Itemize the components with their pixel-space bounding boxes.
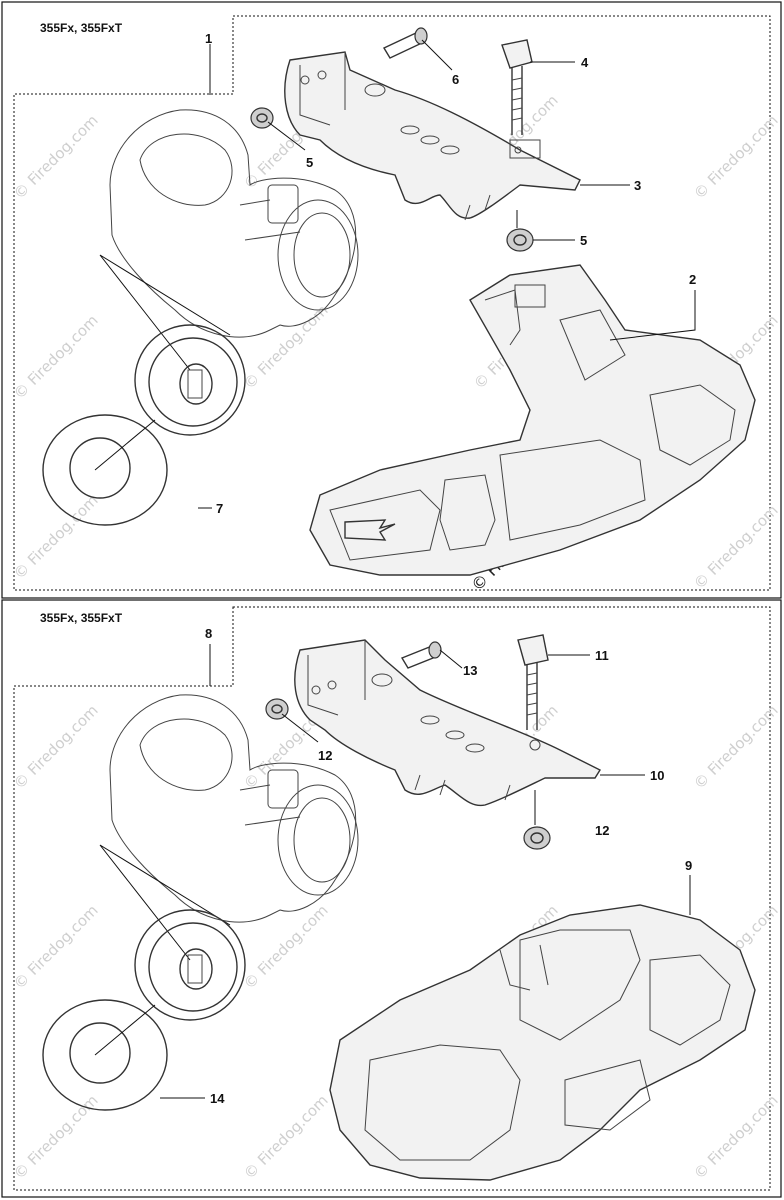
leader-2: [609, 290, 696, 341]
callout-9: 9: [685, 858, 692, 873]
callout-1: 1: [205, 31, 212, 46]
assembly-8-boundary: [13, 606, 771, 1191]
assembly-axis-line: [99, 844, 231, 961]
section-1-drawing: 1 2 3 4 5 5 6 7: [42, 27, 756, 576]
trimmer-guard-9: [329, 904, 756, 1181]
callout-8: 8: [205, 626, 212, 641]
watermark: © Firedog.com: [240, 901, 332, 993]
assembly-axis-line: [99, 254, 231, 371]
section-2-frame: [1, 599, 782, 1198]
watermark: © Firedog.com: [10, 901, 102, 993]
washer-axis-line: [94, 419, 156, 471]
washer-14: [42, 999, 168, 1111]
callout-13: 13: [463, 663, 477, 678]
model-label: 355Fx, 355FxT: [40, 611, 123, 625]
watermark: © Firedog.com: [10, 111, 102, 203]
leader-6: [421, 39, 453, 71]
assembly-1-boundary: [13, 15, 771, 591]
leader-5a: [267, 121, 306, 151]
section-1-frame: [1, 1, 782, 599]
callout-3: 3: [634, 178, 641, 193]
gearhead-housing: [109, 694, 359, 923]
washer-axis-line: [94, 1004, 156, 1056]
callout-6: 6: [452, 72, 459, 87]
nut-5-left: [250, 107, 274, 129]
screw-4: [501, 39, 533, 135]
callout-5: 5: [306, 155, 313, 170]
watermark: © Firedog.com: [10, 311, 102, 403]
callout-12: 12: [595, 823, 609, 838]
washer-7: [42, 414, 168, 526]
nut-5-right: [506, 228, 534, 252]
gearhead-housing: [109, 109, 359, 338]
watermark: © Firedog.com: [690, 501, 782, 593]
guard-bracket-3: [284, 51, 581, 221]
drive-disc: [134, 324, 246, 436]
screw-11: [517, 634, 549, 730]
section-2-drawing: 8 9 10 11 12 12 13 14: [42, 626, 756, 1181]
watermark: © Firedog.com: [10, 1091, 102, 1183]
bolt-13: [400, 641, 442, 669]
callout-2: 2: [689, 272, 696, 287]
callout-14: 14: [210, 1091, 225, 1106]
callout-10: 10: [650, 768, 664, 783]
leader-13: [439, 649, 463, 669]
callout-7: 7: [216, 501, 223, 516]
watermark: © Firedog.com: [10, 491, 102, 583]
watermark: © Firedog.com: [10, 701, 102, 793]
callout-12: 12: [318, 748, 332, 763]
leader-12a: [281, 713, 319, 743]
model-label: 355Fx, 355FxT: [40, 21, 123, 35]
callout-5: 5: [580, 233, 587, 248]
guard-bracket-10: [294, 639, 602, 807]
watermark: © Firedog.com: [690, 1091, 782, 1183]
nut-12-right: [523, 826, 551, 850]
drive-disc: [134, 909, 246, 1021]
trimmer-guard-2: [309, 264, 756, 576]
bolt-6: [383, 27, 428, 59]
watermark: © Firedog.com: [690, 111, 782, 203]
watermark: © Firedog.com: [690, 701, 782, 793]
watermark: © Firedog.com: [240, 1091, 332, 1183]
callout-11: 11: [595, 648, 609, 663]
callout-4: 4: [581, 55, 589, 70]
